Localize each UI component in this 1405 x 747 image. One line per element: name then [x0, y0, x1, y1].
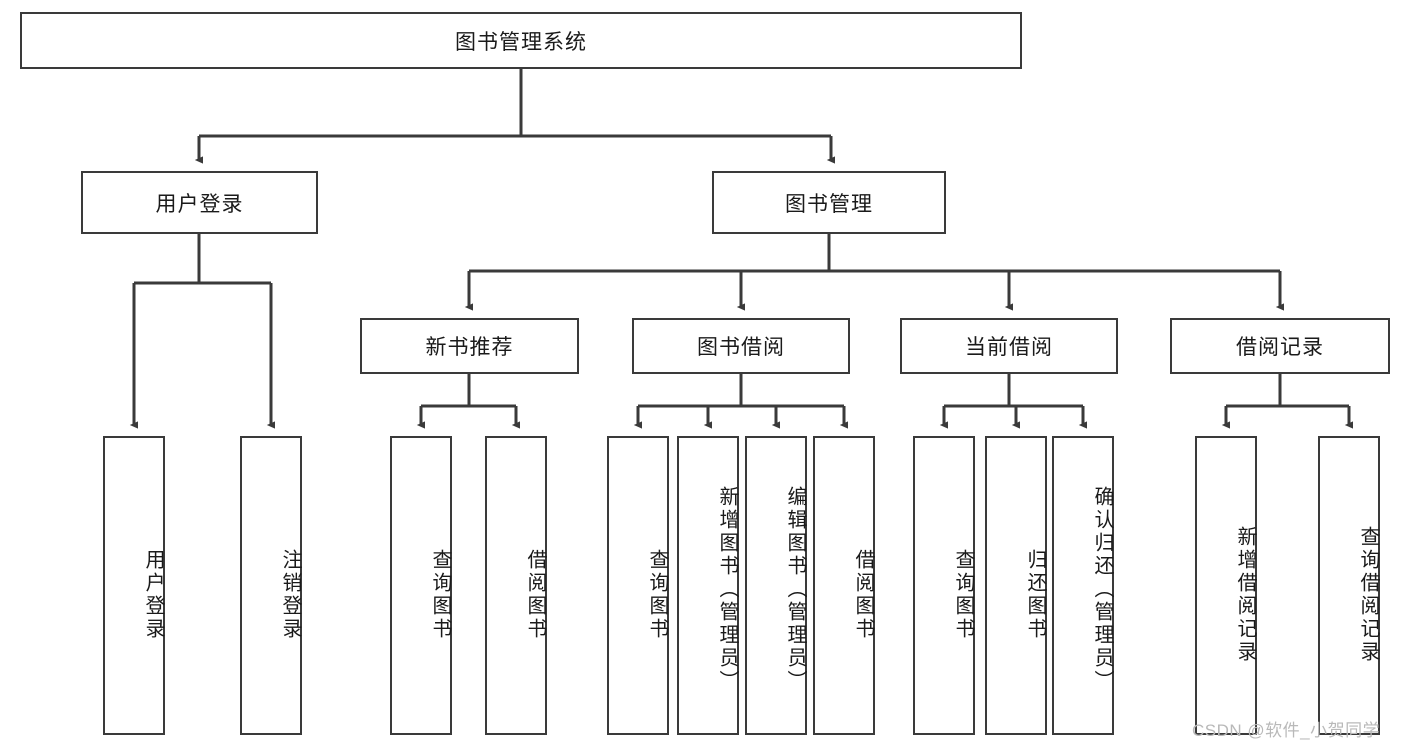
node-borrowing-records[interactable]: 借阅记录 [1170, 318, 1390, 374]
leaf-return-book[interactable]: 归还图书 [985, 436, 1047, 735]
leaf-borrow-book[interactable]: 借阅图书 [813, 436, 875, 735]
node-book-borrowing[interactable]: 图书借阅 [632, 318, 850, 374]
leaf-logout[interactable]: 注销登录 [240, 436, 302, 735]
leaf-add-borrowing-record[interactable]: 新增借阅记录 [1195, 436, 1257, 735]
node-new-book-recommendation[interactable]: 新书推荐 [360, 318, 579, 374]
leaf-edit-book-admin[interactable]: 编辑图书（管理员） [745, 436, 807, 735]
leaf-query-book-borrowing[interactable]: 查询图书 [607, 436, 669, 735]
leaf-confirm-return-admin[interactable]: 确认归还（管理员） [1052, 436, 1114, 735]
leaf-add-book-admin[interactable]: 新增图书（管理员） [677, 436, 739, 735]
leaf-query-book-recommendation[interactable]: 查询图书 [390, 436, 452, 735]
leaf-query-borrowing-record[interactable]: 查询借阅记录 [1318, 436, 1380, 735]
leaf-borrow-book-recommendation[interactable]: 借阅图书 [485, 436, 547, 735]
leaf-query-book-current[interactable]: 查询图书 [913, 436, 975, 735]
node-current-borrowing[interactable]: 当前借阅 [900, 318, 1118, 374]
node-book-management[interactable]: 图书管理 [712, 171, 946, 234]
node-root[interactable]: 图书管理系统 [20, 12, 1022, 69]
leaf-user-login[interactable]: 用户登录 [103, 436, 165, 735]
csdn-watermark: CSDN @软件_小贺同学 [1192, 721, 1381, 740]
node-user-login[interactable]: 用户登录 [81, 171, 318, 234]
